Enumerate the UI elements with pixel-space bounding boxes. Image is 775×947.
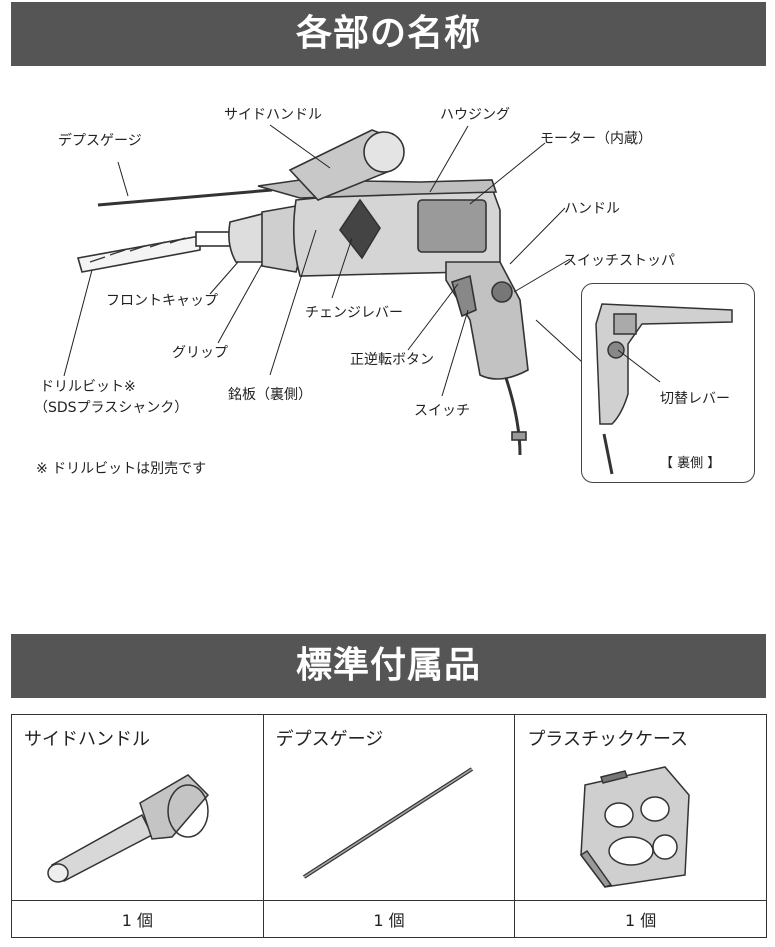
accessory-qty: 1 個 bbox=[11, 900, 264, 938]
accessory-cell-depth-gauge: デプスゲージ bbox=[262, 714, 516, 901]
hammer-drill-illustration bbox=[63, 124, 583, 456]
accessory-cell-side-handle: サイドハンドル bbox=[11, 714, 264, 901]
accessory-cell-plastic-case: プラスチックケース bbox=[514, 714, 767, 901]
label-nameplate: 銘板（裏側） bbox=[228, 387, 312, 403]
label-depth-gauge: デプスゲージ bbox=[58, 133, 142, 149]
label-switch-lever: 切替レバー bbox=[660, 391, 730, 407]
accessories-table: サイドハンドル デプスゲージ プラスチックケース bbox=[11, 714, 767, 938]
label-change-lever: チェンジレバー bbox=[305, 305, 403, 321]
side-handle-icon bbox=[47, 774, 210, 883]
label-grip: グリップ bbox=[172, 345, 228, 361]
label-switch: スイッチ bbox=[414, 403, 470, 419]
accessory-name: デプスゲージ bbox=[275, 729, 384, 750]
label-side-handle: サイドハンドル bbox=[224, 107, 322, 123]
back-side-inset: 切替レバー 【 裏側 】 bbox=[581, 283, 755, 483]
drill-bit-note: ※ ドリルビットは別売です bbox=[36, 461, 207, 477]
label-housing: ハウジング bbox=[440, 107, 510, 123]
label-switch-stopper: スイッチストッパ bbox=[563, 253, 675, 269]
label-drill-bit: ドリルビット※ bbox=[40, 379, 136, 395]
label-motor: モーター（内蔵） bbox=[540, 131, 652, 147]
accessory-name: プラスチックケース bbox=[527, 729, 689, 750]
parts-section-title: 各部の名称 bbox=[11, 2, 766, 66]
accessories-section-title: 標準付属品 bbox=[11, 634, 766, 698]
label-front-cap: フロントキャップ bbox=[106, 293, 218, 309]
label-reverse-button: 正逆転ボタン bbox=[350, 352, 434, 368]
label-drill-bit-shank: （SDSプラスシャンク） bbox=[34, 400, 189, 416]
accessory-name: サイドハンドル bbox=[24, 729, 150, 750]
label-handle: ハンドル bbox=[564, 201, 620, 217]
accessory-qty: 1 個 bbox=[262, 900, 516, 938]
plastic-case-icon bbox=[580, 766, 691, 888]
accessory-qty: 1 個 bbox=[514, 900, 767, 938]
label-back-side: 【 裏側 】 bbox=[660, 456, 721, 471]
back-view-illustration bbox=[595, 303, 733, 475]
depth-gauge-icon bbox=[302, 767, 473, 879]
